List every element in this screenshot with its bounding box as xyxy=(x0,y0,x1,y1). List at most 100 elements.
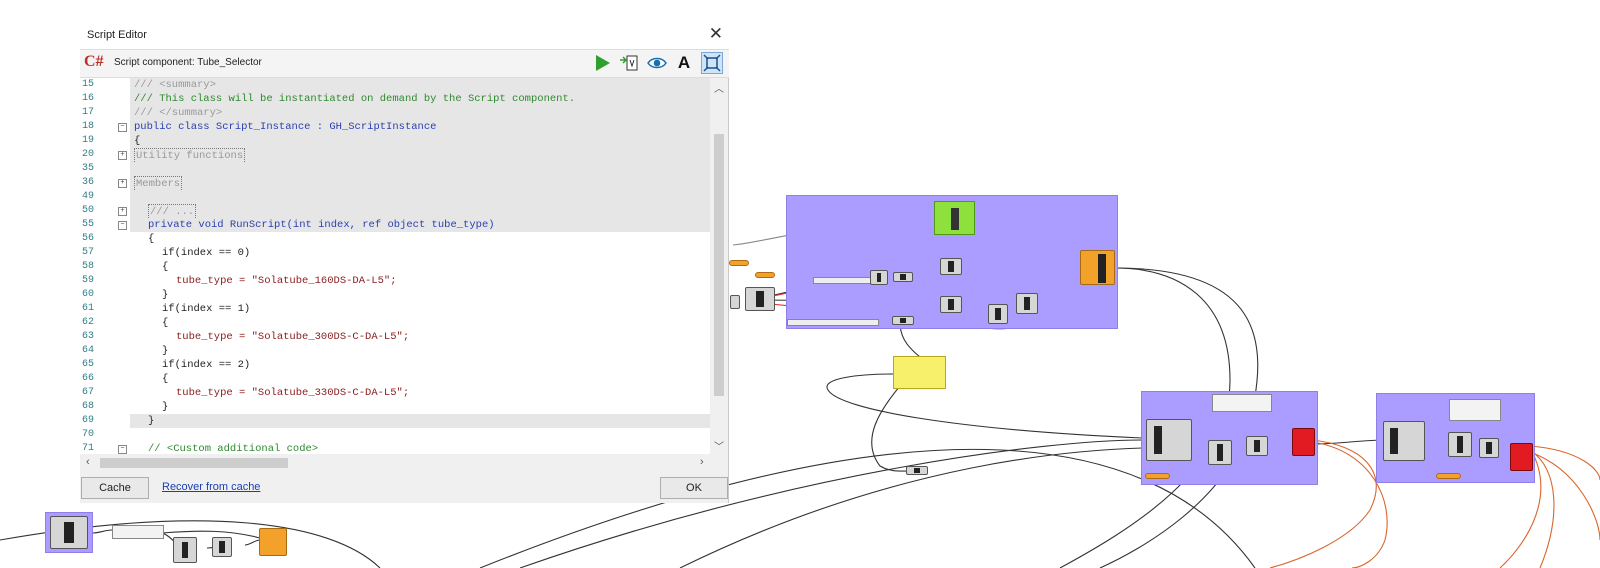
component-node[interactable] xyxy=(988,304,1008,324)
horizontal-scrollbar[interactable]: ‹ › xyxy=(80,455,710,471)
component-node[interactable] xyxy=(893,272,913,282)
fold-toggle-icon[interactable]: + xyxy=(118,151,127,160)
fold-toggle-icon[interactable]: − xyxy=(118,445,127,454)
title-bar[interactable]: Script Editor ✕ xyxy=(80,23,729,49)
code-line[interactable]: 60} xyxy=(80,288,710,302)
line-number: 68 xyxy=(82,401,95,412)
run-icon[interactable] xyxy=(591,52,613,74)
font-icon[interactable]: A xyxy=(677,53,691,72)
output-panel[interactable] xyxy=(112,525,164,539)
scroll-thumb[interactable] xyxy=(714,134,724,396)
component-node[interactable] xyxy=(940,296,962,313)
component-node[interactable] xyxy=(1016,293,1038,314)
code-line[interactable]: 18−public class Script_Instance : GH_Scr… xyxy=(80,120,710,134)
param-orange[interactable] xyxy=(755,272,775,278)
geometry-param[interactable] xyxy=(1292,428,1315,456)
vertical-scrollbar[interactable]: ︿ ﹀ xyxy=(711,78,727,454)
component-node[interactable] xyxy=(50,516,88,549)
code-line[interactable]: 68} xyxy=(80,400,710,414)
param-orange[interactable] xyxy=(1436,473,1461,479)
code-line[interactable]: 66{ xyxy=(80,372,710,386)
line-number: 35 xyxy=(82,163,95,174)
line-number: 59 xyxy=(82,275,95,286)
code-line[interactable]: 70 xyxy=(80,428,710,442)
code-line[interactable]: 69} xyxy=(80,414,710,428)
fit-icon[interactable] xyxy=(701,52,723,74)
scroll-up-icon[interactable]: ︿ xyxy=(714,84,724,95)
component-node[interactable] xyxy=(892,316,914,325)
value-slider[interactable] xyxy=(787,319,879,326)
component-node[interactable] xyxy=(940,258,962,275)
code-line[interactable]: 62{ xyxy=(80,316,710,330)
index-slider[interactable] xyxy=(813,277,873,284)
code-line[interactable]: 17/// </summary> xyxy=(80,106,710,120)
yellow-panel[interactable] xyxy=(893,356,946,389)
ok-button[interactable]: OK xyxy=(660,477,728,499)
component-node[interactable] xyxy=(1208,440,1232,465)
line-number: 36 xyxy=(82,177,95,188)
fold-toggle-icon[interactable]: − xyxy=(118,123,127,132)
component-node[interactable] xyxy=(870,270,888,285)
window-title: Script Editor xyxy=(87,29,147,41)
component-node[interactable] xyxy=(745,287,775,311)
code-line[interactable]: 16/// This class will be instantiated on… xyxy=(80,92,710,106)
code-line[interactable]: 19{ xyxy=(80,134,710,148)
code-line[interactable]: 71−// <Custom additional code> xyxy=(80,442,710,454)
output-panel[interactable] xyxy=(1449,399,1501,421)
scroll-down-icon[interactable]: ﹀ xyxy=(714,442,724,453)
scroll-thumb[interactable] xyxy=(100,458,288,468)
component-node[interactable] xyxy=(1246,436,1268,456)
line-number: 60 xyxy=(82,289,95,300)
code-line[interactable]: 49 xyxy=(80,190,710,204)
recover-from-cache-link[interactable]: Recover from cache xyxy=(162,481,261,493)
output-panel[interactable] xyxy=(1212,394,1272,412)
code-line[interactable]: 56{ xyxy=(80,232,710,246)
code-line[interactable]: 15/// <summary> xyxy=(80,78,710,92)
component-node[interactable] xyxy=(173,537,197,563)
line-number: 63 xyxy=(82,331,95,342)
code-line[interactable]: 50+/// ... xyxy=(80,204,710,220)
fold-toggle-icon[interactable]: − xyxy=(118,221,127,230)
code-line[interactable]: 64} xyxy=(80,344,710,358)
script-component-tube-selector[interactable] xyxy=(1080,250,1115,285)
component-node[interactable] xyxy=(1479,438,1499,458)
param-orange[interactable] xyxy=(729,260,749,266)
component-node[interactable] xyxy=(1383,421,1425,461)
component-node[interactable] xyxy=(212,537,232,557)
fold-toggle-icon[interactable]: + xyxy=(118,207,127,216)
code-line[interactable]: 35 xyxy=(80,162,710,176)
component-node[interactable] xyxy=(1146,419,1192,461)
script-editor-window[interactable]: Script Editor ✕ C# Script component: Tub… xyxy=(80,23,729,503)
param-orange[interactable] xyxy=(1145,473,1170,479)
scroll-left-icon[interactable]: ‹ xyxy=(86,456,90,468)
code-line[interactable]: 58{ xyxy=(80,260,710,274)
code-editor[interactable]: 15/// <summary>16/// This class will be … xyxy=(80,78,710,454)
param-orange[interactable] xyxy=(259,528,287,556)
code-line[interactable]: 55−private void RunScript(int index, ref… xyxy=(80,218,710,232)
preview-icon[interactable] xyxy=(646,52,668,74)
code-line[interactable]: 20+Utility functions xyxy=(80,148,710,164)
component-node[interactable] xyxy=(906,466,928,475)
component-node[interactable] xyxy=(1448,432,1472,457)
geometry-param[interactable] xyxy=(1510,443,1533,471)
line-number: 62 xyxy=(82,317,95,328)
line-number: 64 xyxy=(82,345,95,356)
boolean-toggle[interactable] xyxy=(934,201,975,235)
scroll-right-icon[interactable]: › xyxy=(700,456,704,468)
component-node[interactable] xyxy=(730,295,740,309)
code-text: /// This class will be instantiated on d… xyxy=(134,93,576,105)
cache-button[interactable]: Cache xyxy=(81,477,149,499)
fold-toggle-icon[interactable]: + xyxy=(118,179,127,188)
export-icon[interactable] xyxy=(618,52,640,74)
code-text: } xyxy=(148,415,155,427)
line-number: 70 xyxy=(82,429,95,440)
code-text: tube_type = "Solatube_330DS-C-DA-L5"; xyxy=(176,387,410,399)
close-icon[interactable]: ✕ xyxy=(708,24,723,43)
code-line[interactable]: 36+Members xyxy=(80,176,710,192)
